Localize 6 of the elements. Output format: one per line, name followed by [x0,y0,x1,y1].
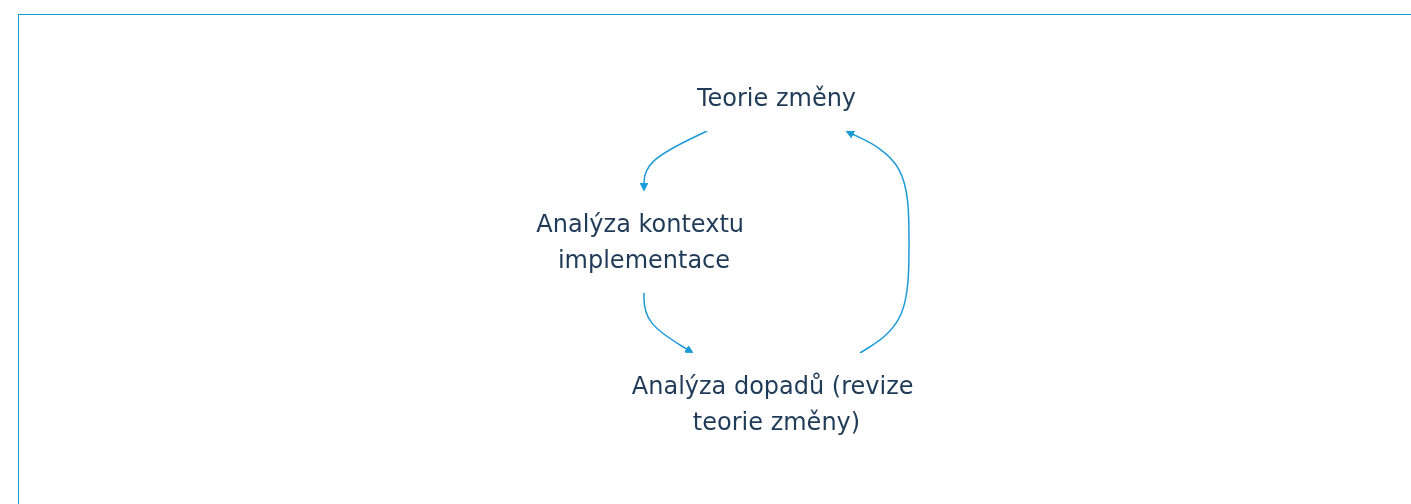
node-text: Teorie změny [696,84,856,112]
node-text: Analýza kontextu implementace [536,210,744,274]
arrow [639,130,708,192]
arrow [845,130,910,354]
node-text: Analýza dopadů (revize teorie změny) [631,372,914,436]
arrow [643,292,694,354]
